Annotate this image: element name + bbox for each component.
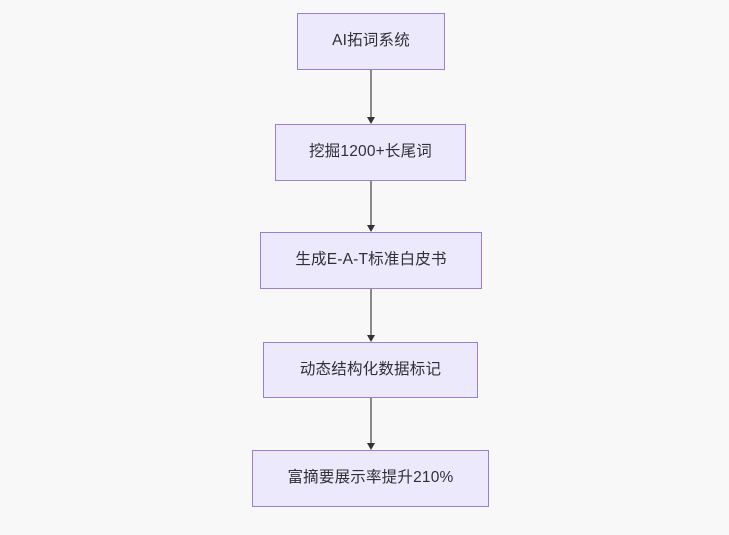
flowchart-node-1-label: AI拓词系统 (332, 32, 410, 50)
edge-line (370, 289, 372, 335)
flowchart-node-4-label: 动态结构化数据标记 (299, 360, 442, 378)
flowchart-node-4[interactable]: 动态结构化数据标记 (263, 342, 478, 398)
arrow-down-icon (366, 117, 375, 124)
flowchart-node-3-label: 生成E-A-T标准白皮书 (295, 251, 447, 269)
flowchart-node-3[interactable]: 生成E-A-T标准白皮书 (260, 232, 482, 289)
flowchart-node-2-label: 挖掘1200+长尾词 (308, 143, 433, 161)
arrow-down-icon (366, 443, 375, 450)
arrow-down-icon (366, 335, 375, 342)
edge-line (370, 181, 372, 225)
edge-line (370, 70, 372, 117)
flowchart-node-1[interactable]: AI拓词系统 (297, 13, 445, 70)
arrow-down-icon (366, 225, 375, 232)
flowchart-node-5[interactable]: 富摘要展示率提升210% (252, 450, 489, 507)
edge-line (370, 398, 372, 443)
flowchart-node-2[interactable]: 挖掘1200+长尾词 (275, 124, 466, 181)
flowchart-node-5-label: 富摘要展示率提升210% (287, 469, 454, 487)
